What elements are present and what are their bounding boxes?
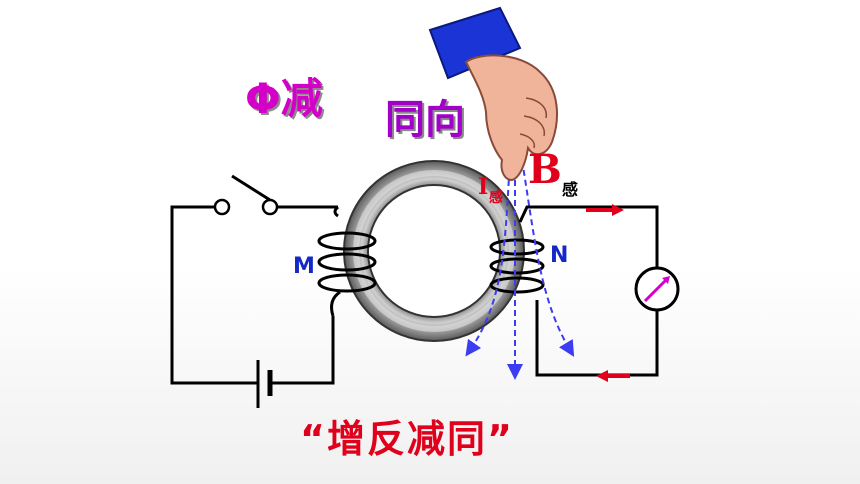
flux-decrease-label: Φ减 (245, 74, 323, 123)
b-induced-subscript: 感 (562, 180, 579, 199)
right-circuit-wires (518, 205, 659, 377)
induced-field-lines (465, 150, 575, 380)
iron-ring (343, 160, 525, 342)
open-switch-icon (213, 174, 279, 216)
i-induced-symbol: I (478, 174, 489, 200)
coil-n (489, 238, 545, 294)
coil-m-label: M (293, 254, 315, 279)
left-circuit-wires (170, 205, 338, 385)
right-hand-pointing-icon (428, 6, 558, 182)
battery-icon (256, 360, 273, 408)
i-induced-subscript: 感 (489, 190, 503, 206)
same-direction-label: 同向 (385, 97, 465, 143)
mnemonic-caption: “增反减同” (300, 417, 514, 461)
b-induced-symbol: B (528, 146, 562, 193)
current-arrow-bottom (596, 370, 630, 382)
current-arrow-top (586, 204, 624, 216)
coil-m (317, 205, 377, 317)
galvanometer-icon (634, 266, 680, 312)
coil-n-label: N (550, 243, 569, 268)
